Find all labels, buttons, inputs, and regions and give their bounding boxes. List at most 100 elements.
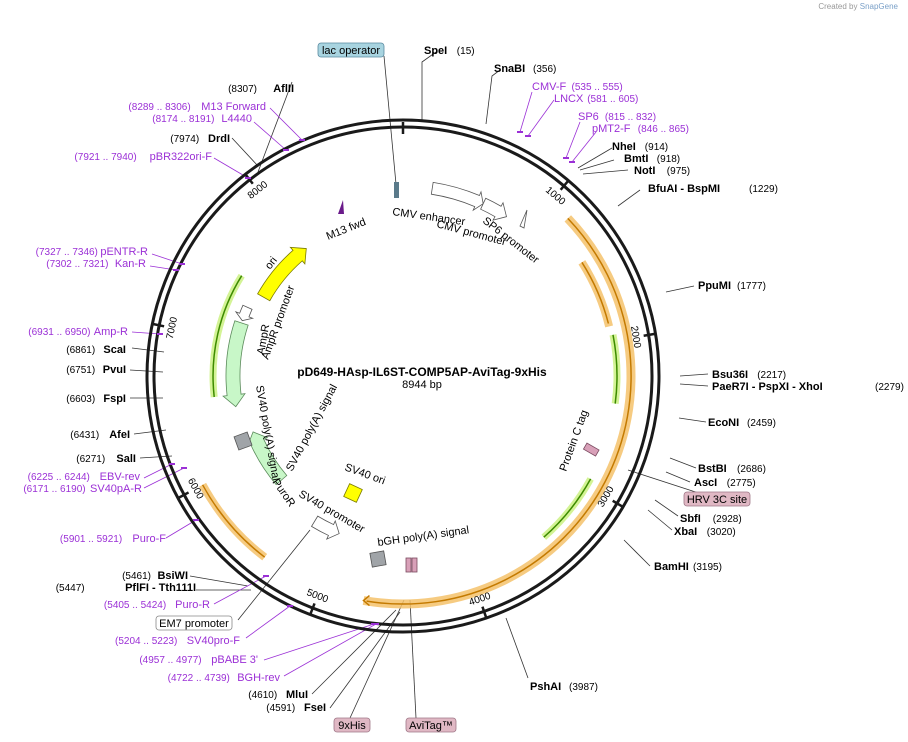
site-position: (15) xyxy=(457,46,475,57)
ori-feature[interactable] xyxy=(257,246,307,302)
green-arrow-3[interactable] xyxy=(212,275,243,398)
site-name: SpeI xyxy=(424,45,447,57)
site-bfuai[interactable]: BfuAI - BspMI(1229) xyxy=(648,183,778,195)
site-econi[interactable]: EcoNI(2459) xyxy=(708,417,776,429)
primer-puro-r[interactable]: Puro-R(5405 .. 5424) xyxy=(104,599,210,611)
site-name: AscI xyxy=(694,477,717,489)
cmv-enhancer-feature[interactable] xyxy=(430,181,484,212)
avitag-glyph[interactable] xyxy=(411,557,418,573)
site-position: (918) xyxy=(657,154,680,165)
bgh-polya-box[interactable] xyxy=(369,550,387,568)
primer-lncx[interactable]: LNCX(581 .. 605) xyxy=(554,93,638,105)
primer-sv40pro-f[interactable]: SV40pro-F(5204 .. 5223) xyxy=(115,635,240,647)
primer-cmv-f[interactable]: CMV-F(535 .. 555) xyxy=(532,81,623,93)
orf-arrow-left[interactable] xyxy=(201,484,266,558)
primer-position: (5405 .. 5424) xyxy=(104,600,166,611)
site-mlui[interactable]: MluI(4610) xyxy=(248,689,308,701)
sp6-promoter-glyph[interactable] xyxy=(519,209,528,229)
site-pshai[interactable]: PshAI(3987) xyxy=(530,681,598,693)
outer-labels: SpeI (15) SnaBI(356) NheI(914)BmtI(918)NotI… xyxy=(23,45,904,714)
site-sbfi[interactable]: SbfI(2928) xyxy=(680,513,742,525)
site-bmti[interactable]: BmtI(918) xyxy=(624,153,680,165)
em7-promoter-box[interactable]: EM7 promoter xyxy=(155,615,233,631)
primer-pbr322ori-f[interactable]: pBR322ori-F(7921 .. 7940) xyxy=(74,151,212,163)
lac-operator-box[interactable]: lac operator xyxy=(317,42,385,58)
sv40-polya-box[interactable] xyxy=(233,431,253,451)
label-puror: PuroR xyxy=(270,477,298,509)
leader-lines xyxy=(129,51,715,719)
primer-ebv-rev[interactable]: EBV-rev(6225 .. 6244) xyxy=(28,471,141,483)
ampr-promoter-feature[interactable] xyxy=(234,304,255,322)
site-name: PshAI xyxy=(530,681,561,693)
site-name: SbfI xyxy=(680,513,701,525)
primer-name: SV40pro-F xyxy=(187,635,240,647)
primer-amp-r[interactable]: Amp-R(6931 .. 6950) xyxy=(28,326,128,338)
site-pvui[interactable]: PvuI(6751) xyxy=(66,364,126,376)
hrv-3c-site-box[interactable]: HRV 3C site xyxy=(683,491,751,507)
site-fsei[interactable]: FseI(4591) xyxy=(266,702,326,714)
site-name: BfuAI - BspMI xyxy=(648,183,720,195)
tick-2000 xyxy=(643,332,656,337)
site-xbai[interactable]: XbaI(3020) xyxy=(674,526,736,538)
primer-position: (4722 .. 4739) xyxy=(168,673,230,684)
backbone-outer xyxy=(145,118,661,634)
primer-kan-r[interactable]: Kan-R(7302 .. 7321) xyxy=(46,258,146,270)
green-arrow-1[interactable] xyxy=(612,334,618,404)
cmv-promoter-feature[interactable] xyxy=(480,197,507,221)
site-bsiwi[interactable]: BsiWI(5461) xyxy=(122,570,188,582)
primer-position: (4957 .. 4977) xyxy=(139,655,201,666)
9xhis-glyph[interactable] xyxy=(405,557,412,573)
primer-pbabe-3-[interactable]: pBABE 3'(4957 .. 4977) xyxy=(139,654,258,666)
avitag-box[interactable]: AviTag™ xyxy=(405,717,457,733)
primer-m13-forward[interactable]: M13 Forward(8289 .. 8306) xyxy=(128,101,266,113)
site-bstbi[interactable]: BstBI(2686) xyxy=(698,463,766,475)
lac-operator-glyph[interactable] xyxy=(394,182,399,198)
primer-pentr-r[interactable]: pENTR-R(7327 .. 7346) xyxy=(36,246,148,258)
site-aflii[interactable]: AflII(8307) xyxy=(228,83,294,95)
site-position: (6603) xyxy=(66,394,95,405)
site-ppumi[interactable]: PpuMI(1777) xyxy=(698,280,766,292)
primer-name: SV40pA-R xyxy=(90,483,142,495)
primer-name: pMT2-F xyxy=(592,123,631,135)
site-sali[interactable]: SalI(6271) xyxy=(76,453,136,465)
plasmid-name: pD649-HAsp-IL6ST-COMP5AP-AviTag-9xHis xyxy=(297,365,547,379)
site-drdi[interactable]: DrdI(7974) xyxy=(170,133,230,145)
puror-feature[interactable] xyxy=(246,431,288,486)
primer-sp6[interactable]: SP6(815 .. 832) xyxy=(578,111,656,123)
site-fspi[interactable]: FspI(6603) xyxy=(66,393,126,405)
primer-puro-f[interactable]: Puro-F(5901 .. 5921) xyxy=(60,533,166,545)
site-position: (4591) xyxy=(266,703,295,714)
orf-arrowhead-main[interactable] xyxy=(362,594,370,607)
site-paer7i[interactable]: PaeR7I - PspXI - XhoI(2279) xyxy=(712,381,904,393)
sv40-promoter-feature[interactable] xyxy=(310,515,340,540)
credit-prefix: Created by xyxy=(818,2,858,11)
sv40-ori-box[interactable] xyxy=(343,483,363,503)
site-asci[interactable]: AscI (2775) xyxy=(694,477,756,489)
primer-pmt2-f[interactable]: pMT2-F(846 .. 865) xyxy=(592,123,689,135)
lac-operator-label: lac operator xyxy=(322,45,380,57)
site-bamhi[interactable]: BamHI(3195) xyxy=(654,561,722,573)
m13-fwd-glyph[interactable] xyxy=(338,200,344,214)
site-noti[interactable]: NotI(975) xyxy=(634,165,690,177)
green-arrow-2[interactable] xyxy=(543,478,592,538)
9xhis-box[interactable]: 9xHis xyxy=(333,717,371,733)
site-afei[interactable]: AfeI(6431) xyxy=(70,429,130,441)
site-marks xyxy=(157,131,575,625)
primer-sv40pa-r[interactable]: SV40pA-R(6171 .. 6190) xyxy=(23,483,142,495)
site-snabi[interactable]: SnaBI(356) xyxy=(494,63,556,75)
site-position: (2775) xyxy=(727,478,756,489)
site-scai[interactable]: ScaI(6861) xyxy=(66,344,126,356)
orf-arrow-secondary[interactable] xyxy=(581,261,610,324)
primer-l4440[interactable]: L4440(8174 .. 8191) xyxy=(152,113,252,125)
ampr-feature[interactable] xyxy=(222,320,249,408)
site-position: (5447) xyxy=(56,583,85,594)
site-nhei[interactable]: NheI(914) xyxy=(612,141,668,153)
protein-c-tag-glyph[interactable] xyxy=(582,442,600,457)
site-spei[interactable]: SpeI (15) xyxy=(424,45,475,57)
primer-bgh-rev[interactable]: BGH-rev(4722 .. 4739) xyxy=(168,672,281,684)
tick-label-7000: 7000 xyxy=(165,316,180,340)
site-pflfi[interactable]: PflFI - Tth111I(5447) xyxy=(56,582,196,594)
site-bsu36i[interactable]: Bsu36I(2217) xyxy=(712,369,786,381)
tick-label-5000: 5000 xyxy=(305,587,330,605)
